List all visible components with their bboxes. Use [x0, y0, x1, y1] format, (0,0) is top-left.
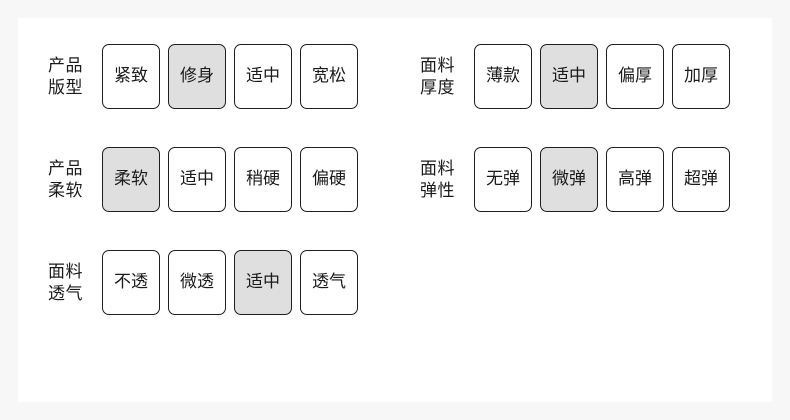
- option-chip-elasticity-3[interactable]: 高弹: [606, 147, 664, 212]
- attribute-column-left: 产品 版型 紧致 修身 适中 宽松 产品 柔软 柔软 适中: [48, 44, 358, 353]
- option-chip-thickness-4[interactable]: 加厚: [672, 44, 730, 109]
- attribute-label-softness: 产品 柔软: [48, 158, 102, 202]
- option-chip-thickness-1[interactable]: 薄款: [474, 44, 532, 109]
- option-chip-fit-1[interactable]: 紧致: [102, 44, 160, 109]
- attribute-label-line2: 透气: [48, 283, 83, 304]
- attribute-column-right: 面料 厚度 薄款 适中 偏厚 加厚 面料 弹性 无弹 微弹: [420, 44, 730, 250]
- attribute-label-line1: 产品: [48, 158, 83, 179]
- option-list-softness: 柔软 适中 稍硬 偏硬: [102, 147, 358, 212]
- option-chip-breathability-2[interactable]: 微透: [168, 250, 226, 315]
- attribute-label-thickness: 面料 厚度: [420, 55, 474, 99]
- option-chip-softness-1[interactable]: 柔软: [102, 147, 160, 212]
- attribute-label-line2: 版型: [48, 77, 83, 98]
- option-chip-softness-4[interactable]: 偏硬: [300, 147, 358, 212]
- option-chip-softness-2[interactable]: 适中: [168, 147, 226, 212]
- option-chip-thickness-3[interactable]: 偏厚: [606, 44, 664, 109]
- attribute-group-softness: 产品 柔软 柔软 适中 稍硬 偏硬: [48, 147, 358, 212]
- option-chip-elasticity-4[interactable]: 超弹: [672, 147, 730, 212]
- attribute-group-thickness: 面料 厚度 薄款 适中 偏厚 加厚: [420, 44, 730, 109]
- option-chip-elasticity-2[interactable]: 微弹: [540, 147, 598, 212]
- option-list-thickness: 薄款 适中 偏厚 加厚: [474, 44, 730, 109]
- attribute-label-line2: 弹性: [420, 180, 455, 201]
- option-chip-fit-2[interactable]: 修身: [168, 44, 226, 109]
- option-chip-fit-4[interactable]: 宽松: [300, 44, 358, 109]
- option-chip-breathability-3[interactable]: 适中: [234, 250, 292, 315]
- attribute-group-fit: 产品 版型 紧致 修身 适中 宽松: [48, 44, 358, 109]
- option-list-fit: 紧致 修身 适中 宽松: [102, 44, 358, 109]
- attribute-label-line1: 面料: [420, 158, 455, 179]
- attribute-label-breathability: 面料 透气: [48, 261, 102, 305]
- attribute-label-line1: 面料: [48, 261, 83, 282]
- option-chip-elasticity-1[interactable]: 无弹: [474, 147, 532, 212]
- option-chip-fit-3[interactable]: 适中: [234, 44, 292, 109]
- option-list-elasticity: 无弹 微弹 高弹 超弹: [474, 147, 730, 212]
- attribute-label-fit: 产品 版型: [48, 55, 102, 99]
- option-chip-breathability-1[interactable]: 不透: [102, 250, 160, 315]
- attribute-label-line1: 面料: [420, 55, 455, 76]
- option-chip-softness-3[interactable]: 稍硬: [234, 147, 292, 212]
- attribute-label-elasticity: 面料 弹性: [420, 158, 474, 202]
- attribute-group-breathability: 面料 透气 不透 微透 适中 透气: [48, 250, 358, 315]
- attribute-label-line1: 产品: [48, 55, 83, 76]
- option-list-breathability: 不透 微透 适中 透气: [102, 250, 358, 315]
- attribute-label-line2: 厚度: [420, 77, 455, 98]
- attribute-label-line2: 柔软: [48, 180, 83, 201]
- option-chip-thickness-2[interactable]: 适中: [540, 44, 598, 109]
- option-chip-breathability-4[interactable]: 透气: [300, 250, 358, 315]
- attribute-group-elasticity: 面料 弹性 无弹 微弹 高弹 超弹: [420, 147, 730, 212]
- product-attribute-card: 产品 版型 紧致 修身 适中 宽松 产品 柔软 柔软 适中: [18, 18, 772, 402]
- attribute-columns: 产品 版型 紧致 修身 适中 宽松 产品 柔软 柔软 适中: [18, 18, 772, 402]
